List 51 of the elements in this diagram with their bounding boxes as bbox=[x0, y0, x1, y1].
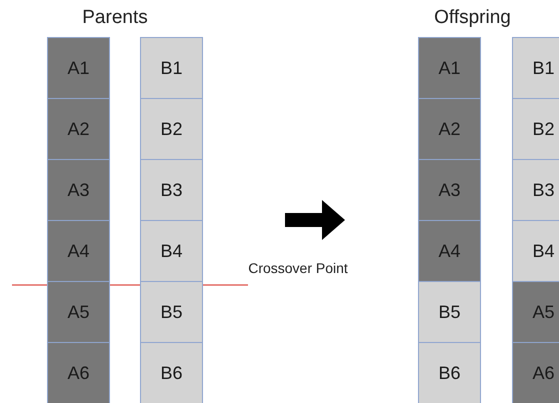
gene-cell bbox=[47, 98, 110, 160]
gene-label: A1 bbox=[438, 58, 461, 78]
gene-cell bbox=[47, 159, 110, 221]
gene-cell bbox=[418, 281, 481, 343]
gene-cell bbox=[140, 159, 203, 221]
crossover-label: Crossover Point bbox=[248, 260, 348, 276]
gene-cell bbox=[140, 342, 203, 403]
gene-label: B6 bbox=[438, 362, 461, 384]
gene-label: B4 bbox=[532, 240, 555, 262]
gene-label: A3 bbox=[67, 180, 90, 200]
gene-cell bbox=[512, 281, 559, 343]
gene-cell bbox=[418, 98, 481, 160]
gene-cell bbox=[47, 220, 110, 282]
gene-cell bbox=[140, 37, 203, 99]
gene-cell bbox=[140, 98, 203, 160]
gene-label: B2 bbox=[532, 118, 555, 140]
gene-label: B1 bbox=[532, 58, 555, 78]
gene-label: B2 bbox=[160, 118, 183, 140]
gene-label: A5 bbox=[67, 302, 90, 322]
gene-label: A6 bbox=[532, 362, 555, 384]
gene-label: A4 bbox=[67, 240, 90, 262]
gene-label: B6 bbox=[160, 362, 183, 384]
gene-cell bbox=[418, 37, 481, 99]
column-title: Offspring bbox=[433, 6, 512, 30]
gene-label: A2 bbox=[67, 118, 90, 140]
gene-label: B3 bbox=[160, 180, 183, 200]
gene-label: B3 bbox=[532, 180, 555, 200]
gene-cell bbox=[47, 37, 110, 99]
column-title: Parents bbox=[81, 6, 149, 30]
gene-cell bbox=[512, 98, 559, 160]
gene-cell bbox=[512, 342, 559, 403]
gene-label: A1 bbox=[67, 58, 90, 78]
gene-label: A3 bbox=[438, 180, 461, 200]
gene-cell bbox=[47, 281, 110, 343]
gene-label: B5 bbox=[160, 302, 183, 322]
gene-cell bbox=[418, 159, 481, 221]
gene-label: A4 bbox=[438, 240, 461, 262]
gene-label: B1 bbox=[160, 58, 183, 78]
gene-label: B5 bbox=[438, 302, 461, 322]
gene-label: A6 bbox=[67, 362, 90, 384]
gene-cell bbox=[140, 281, 203, 343]
gene-label: A5 bbox=[532, 302, 555, 322]
gene-cell bbox=[418, 220, 481, 282]
gene-cell bbox=[512, 37, 559, 99]
gene-label: B4 bbox=[160, 240, 183, 262]
gene-cell bbox=[418, 342, 481, 403]
gene-cell bbox=[140, 220, 203, 282]
gene-cell bbox=[512, 159, 559, 221]
gene-label: A2 bbox=[438, 118, 461, 140]
gene-cell bbox=[47, 342, 110, 403]
gene-cell bbox=[512, 220, 559, 282]
